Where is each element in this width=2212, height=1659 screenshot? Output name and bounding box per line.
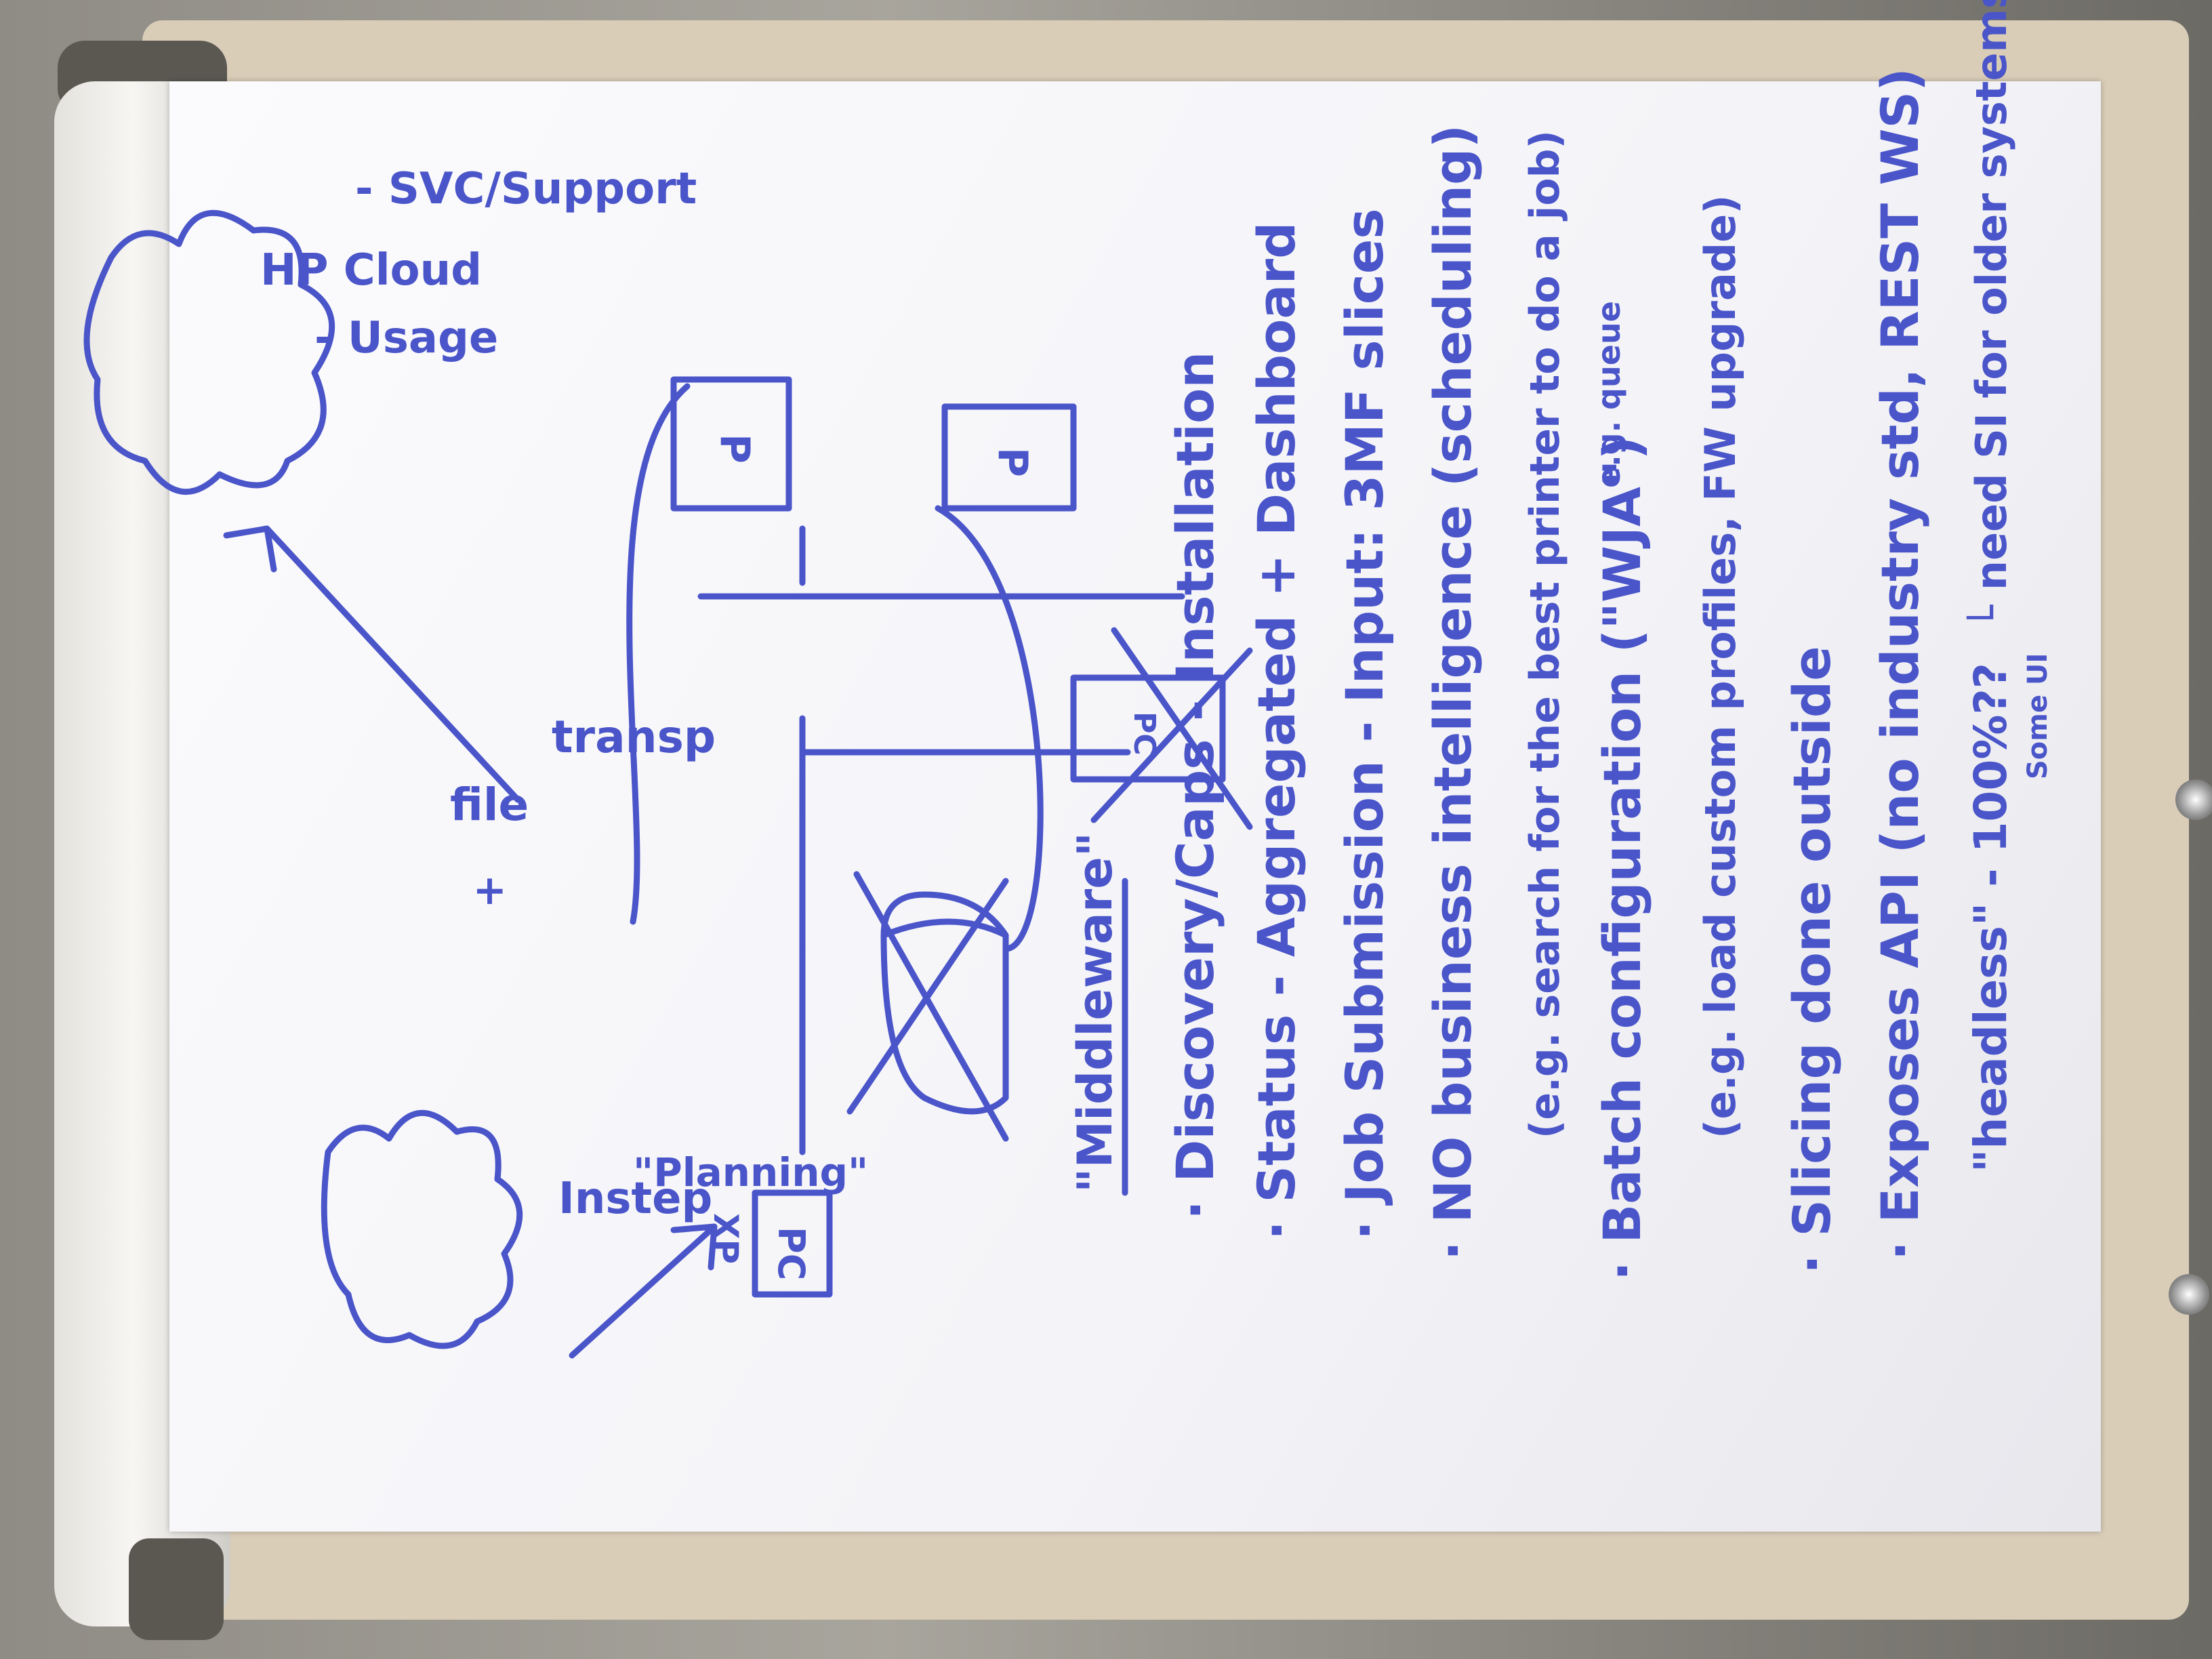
middleware-line-3: · Job Submission - Input: 3MF slices (1334, 208, 1395, 1240)
middleware-line-9: · Slicing done outside (1782, 646, 1842, 1274)
printer-bottom-box (941, 403, 1077, 512)
arrow-to-hpcloud (223, 525, 521, 803)
hp-cloud (83, 209, 335, 495)
printer-bottom-link (935, 505, 1044, 952)
printer-top-label: P (711, 434, 758, 464)
middleware-line-8: (e.g. load custom profiles, FW upgrade) (1696, 194, 1745, 1139)
flipchart-sheet (169, 81, 2101, 1532)
middleware-line-7: · Batch configuration ("WJA") (1592, 436, 1652, 1281)
printer-bottom-label: P (989, 447, 1036, 477)
pc-caption: "Planning" (633, 1149, 868, 1195)
middleware-line-1: · Discovery/Caps - Installation (1165, 352, 1225, 1220)
hp-cloud-item-1: - Usage (314, 313, 498, 363)
clip-bottom (2169, 1274, 2209, 1315)
middleware-line-11: "headless" - 100%?? (1965, 663, 2017, 1172)
printer-top-link (626, 383, 806, 925)
roll-end-cap-bottom (129, 1538, 224, 1640)
pc-sub-label: XP (706, 1213, 745, 1264)
middle-pc-cross (1090, 627, 1253, 830)
middleware-line-4: · NO business intelligence (scheduling) (1422, 125, 1483, 1261)
hp-cloud-title: HP Cloud (260, 245, 482, 295)
cloud-instep (321, 1110, 523, 1349)
middleware-line-6: e.g. queue (1591, 301, 1627, 488)
middle-pc-label: PC (1127, 712, 1162, 756)
cloud-instep-label: Instep (558, 1174, 712, 1224)
middleware-line-13: Some UI (2022, 653, 2053, 779)
cylinder-cross (846, 871, 1009, 1142)
storage-cylinder (880, 891, 1009, 1115)
middleware-line-10: · Exposes API (no industry std, REST WS) (1870, 68, 1930, 1261)
pc-label: PC (770, 1227, 813, 1280)
middleware-line-5: (e.g. search for the best printer to do … (1521, 130, 1569, 1139)
printer-top-box (670, 376, 792, 512)
pc-box (752, 1189, 833, 1298)
middleware-title: "Middleware" (1067, 832, 1123, 1193)
middleware-line-2: · Status - Aggregated + Dashboard (1246, 222, 1307, 1240)
clip-top (2175, 779, 2212, 820)
arrow-instep-to-pc (569, 1223, 718, 1359)
flow-line-2: + (467, 874, 514, 908)
hp-cloud-item-2: - SVC/Support (355, 164, 697, 214)
flow-line-1: file (450, 779, 529, 831)
middleware-line-12: └ need SI for older systems (1966, 0, 2016, 630)
